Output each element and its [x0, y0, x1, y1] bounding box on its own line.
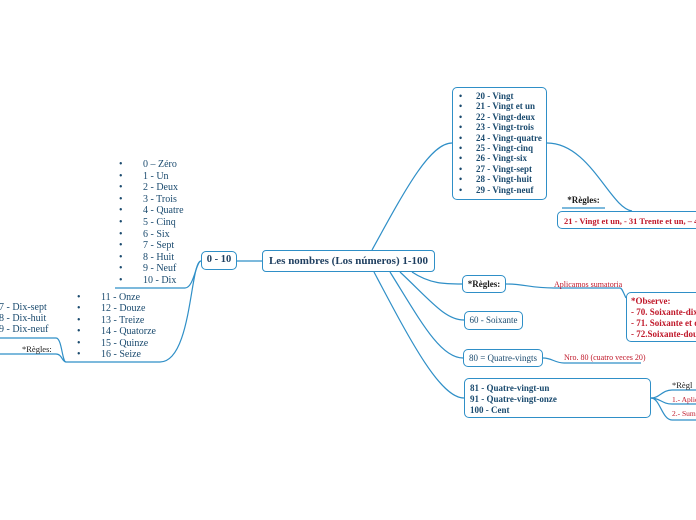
list-item: 7 - Sept [119, 240, 184, 252]
link-center-60 [399, 271, 465, 321]
observe-line: - 70. Soixante-dix [631, 307, 696, 317]
list-item: 3 - Trois [119, 194, 184, 206]
list-item: 21 - Vingt et un [453, 101, 546, 112]
topic-0-10[interactable]: 0 - 10 [201, 251, 237, 270]
list-item: 26 - Vingt-six [453, 153, 546, 164]
link-center-80 [389, 271, 464, 359]
list-item: 23 - Vingt-trois [453, 122, 546, 133]
list-item: 25 - Vingt-cinq [453, 143, 546, 154]
topic-quatre-vingts[interactable]: 80 = Quatre-vingts [463, 349, 543, 367]
aplicamos-note: Aplicamos sumatoria [554, 280, 623, 289]
list-item: 29 - Vingt-neuf [453, 185, 546, 196]
list-11-16: 11 - Onze 12 - Douze 13 - Treize 14 - Qu… [77, 292, 156, 361]
link-11-16-rules [0, 353, 67, 363]
link-center-regles [411, 271, 463, 285]
list-item: 8 - Huit [119, 252, 184, 264]
regles-left-label[interactable]: *Règles: [22, 344, 52, 354]
link-80-note [542, 357, 641, 364]
list-item: 12 - Douze [77, 303, 156, 315]
list-item: 0 – Zéro [119, 159, 184, 171]
link-center-vingt [371, 142, 453, 251]
line-100: 100 - Cent [470, 404, 510, 415]
nro-80-note: Nro. 80 (cuatro veces 20) [564, 353, 646, 362]
regles-top-label[interactable]: *Règles: [567, 194, 600, 205]
rule-1-note: 1.- Aplic [672, 395, 696, 404]
list-0-10: 0 – Zéro 1 - Un 2 - Deux 3 - Trois 4 - Q… [119, 159, 184, 287]
regles-bottom-label[interactable]: *Règl [672, 380, 693, 390]
link-vingt-regles [546, 142, 633, 212]
list-item: 18 - Dix-huit [0, 313, 47, 325]
list-item: 16 - Seize [77, 349, 156, 361]
list-item: 24 - Vingt-quatre [453, 133, 546, 144]
link-11-16-17-19 [0, 337, 67, 363]
list-item: 2 - Deux [119, 182, 184, 194]
line-91: 91 - Quatre-vingt-onze [470, 393, 557, 404]
list-item: 5 - Cinq [119, 217, 184, 229]
list-item: 10 - Dix [119, 275, 184, 287]
list-item: 9 - Neuf [119, 263, 184, 275]
list-item: 13 - Treize [77, 315, 156, 327]
observe-line: - 71. Soixante et o [631, 318, 696, 328]
topic-vingt[interactable]: 20 - Vingt 21 - Vingt et un 22 - Vingt-d… [452, 87, 547, 200]
list-item: 11 - Onze [77, 292, 156, 304]
list-item: 20 - Vingt [453, 91, 546, 102]
link-center-81 [373, 271, 465, 399]
list-item: 19 - Dix-neuf [0, 324, 49, 336]
link-regles-aplic [505, 283, 620, 289]
list-20-29: 20 - Vingt 21 - Vingt et un 22 - Vingt-d… [453, 91, 546, 195]
rule-2-note: 2.- Sum [672, 409, 696, 418]
list-item: 15 - Quinze [77, 338, 156, 350]
observe-title: *Observe: [631, 296, 671, 306]
list-item: 1 - Un [119, 171, 184, 183]
list-item: 27 - Vingt-sept [453, 164, 546, 175]
list-item: 6 - Six [119, 229, 184, 241]
regles-mid-label[interactable]: *Règles: [462, 275, 506, 293]
list-item: 28 - Vingt-huit [453, 174, 546, 185]
list-item: 22 - Vingt-deux [453, 112, 546, 123]
list-item: 14 - Quatorze [77, 326, 156, 338]
central-topic[interactable]: Les nombres (Los números) 1-100 [262, 250, 435, 272]
topic-81-100[interactable]: 81 - Quatre-vingt-un 91 - Quatre-vingt-o… [464, 378, 651, 418]
list-item: 4 - Quatre [119, 205, 184, 217]
topic-soixante[interactable]: 60 - Soixante [464, 311, 523, 330]
list-17-19: 17 - Dix-sept 18 - Dix-huit 19 - Dix-neu… [0, 302, 48, 336]
list-item: 17 - Dix-sept [0, 302, 47, 313]
rule-21-box[interactable]: 21 - Vingt et un, - 31 Trente et un, – 4… [557, 211, 696, 229]
observe-line: - 72.Soixante-dou [631, 329, 696, 339]
link-0-10-11-16 [66, 260, 202, 363]
observe-box[interactable]: *Observe: - 70. Soixante-dix - 71. Soixa… [626, 292, 696, 342]
line-81: 81 - Quatre-vingt-un [470, 383, 550, 393]
